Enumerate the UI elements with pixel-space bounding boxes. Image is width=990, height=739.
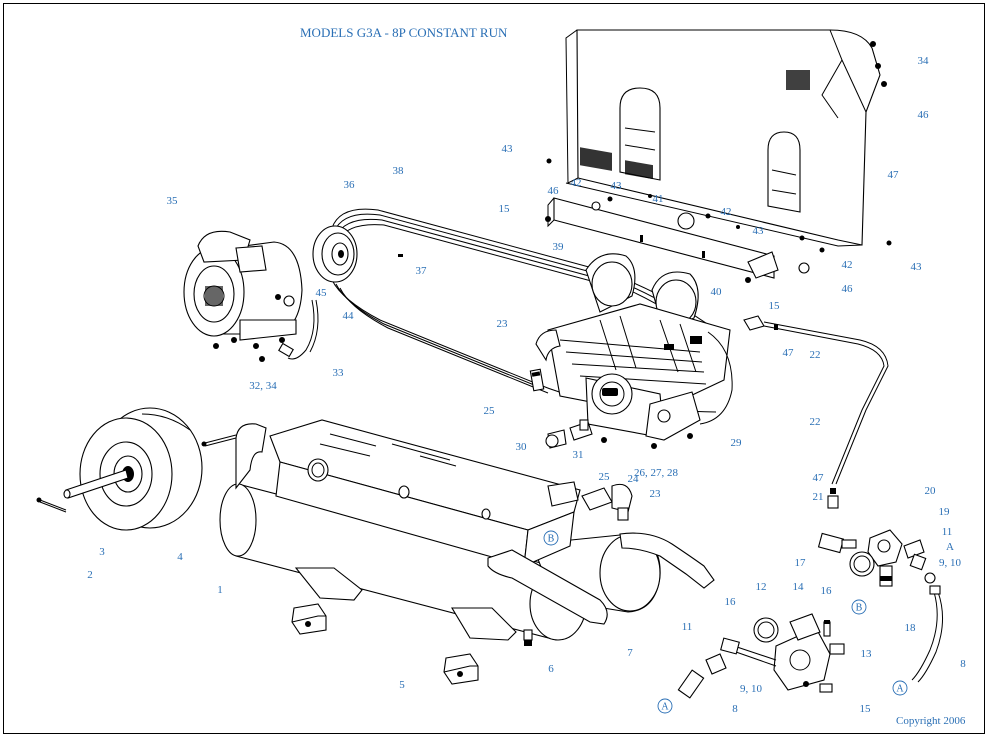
- part-callout: 4: [177, 551, 183, 563]
- part-callout: 22: [810, 349, 821, 361]
- part-callout: 9, 10: [939, 557, 962, 569]
- part-callout: 17: [795, 557, 807, 569]
- part-callout: 40: [711, 286, 723, 298]
- part-callout: 24: [628, 473, 640, 485]
- part-callout: 1: [217, 584, 223, 596]
- part-callout: 23: [497, 318, 509, 330]
- compressor-pump: [547, 253, 733, 449]
- discharge-tube: [743, 315, 889, 509]
- part-callout: 42: [842, 259, 853, 271]
- hose-right: [911, 585, 943, 683]
- part-callout: 12: [756, 581, 767, 593]
- part-callout: 46: [548, 185, 560, 197]
- connection-marker-circle: [851, 599, 867, 615]
- connection-marker-circle: [892, 680, 908, 696]
- pump-fittings: [529, 329, 593, 449]
- connection-marker: A: [657, 698, 673, 714]
- part-callout: 16: [725, 596, 737, 608]
- part-callout: 31: [573, 449, 584, 461]
- part-callout: 21: [813, 491, 824, 503]
- connection-marker: A: [892, 680, 908, 696]
- rubber-feet: [291, 603, 479, 685]
- connection-marker: B: [543, 530, 559, 546]
- motor-pulley: [312, 225, 358, 283]
- diagram-title: MODELS G3A - 8P CONSTANT RUN: [300, 25, 508, 40]
- part-callout: 22: [810, 416, 821, 428]
- connection-marker-label: B: [548, 534, 555, 545]
- part-callout: 42: [721, 206, 732, 218]
- connection-marker-label: A: [661, 702, 669, 713]
- part-callout: 43: [502, 143, 514, 155]
- connection-marker: B: [851, 599, 867, 615]
- part-callout: 39: [553, 241, 565, 253]
- part-callout: 14: [793, 581, 805, 593]
- part-callout: 32, 34: [249, 380, 277, 392]
- part-callout: 8: [732, 703, 738, 715]
- part-callout: 47: [888, 169, 900, 181]
- part-callout: 29: [731, 437, 743, 449]
- part-callout: 16: [821, 585, 833, 597]
- part-callout: 37: [416, 265, 428, 277]
- part-callout: 43: [911, 261, 923, 273]
- regulator-assembly: [677, 613, 845, 699]
- tank-manifold: [817, 529, 936, 587]
- part-callout: 44: [343, 310, 355, 322]
- part-callout: 2: [87, 569, 93, 581]
- part-callout: 5: [399, 679, 405, 691]
- part-callout: 23: [650, 488, 662, 500]
- part-callout: 47: [813, 472, 825, 484]
- belt-guard: [565, 29, 881, 247]
- connection-marker-circle: [543, 530, 559, 546]
- copyright-notice: Copyright 2006: [896, 715, 966, 727]
- part-callout: 30: [516, 441, 528, 453]
- part-callout: 43: [611, 180, 623, 192]
- part-callout: 35: [167, 195, 179, 207]
- part-callout: 47: [783, 347, 795, 359]
- part-callout: 7: [627, 647, 633, 659]
- part-callout: 46: [918, 109, 930, 121]
- part-callout: 3: [99, 546, 105, 558]
- part-callout: 15: [499, 203, 511, 215]
- part-callout: 43: [753, 225, 765, 237]
- part-callout: 33: [333, 367, 345, 379]
- air-tank-assembly: [219, 419, 715, 646]
- connection-marker-circle: [657, 698, 673, 714]
- part-callout: 45: [316, 287, 328, 299]
- part-callout: 42: [571, 177, 582, 189]
- guard-hardware: [545, 41, 892, 283]
- part-callout: 38: [393, 165, 405, 177]
- part-callout: 13: [861, 648, 873, 660]
- part-callout: 34: [918, 55, 930, 67]
- part-callout: A: [946, 541, 954, 553]
- guard-bracket: [547, 197, 810, 279]
- electric-motor: [183, 230, 303, 362]
- part-callout: 41: [653, 193, 664, 205]
- part-callout: 11: [942, 526, 953, 538]
- connection-marker-label: B: [856, 603, 863, 614]
- part-callout: 15: [769, 300, 781, 312]
- wheel: [79, 407, 203, 531]
- part-callout: 6: [548, 663, 554, 675]
- part-callout: 20: [925, 485, 937, 497]
- axle: [36, 434, 237, 513]
- motor-cord: [275, 294, 319, 360]
- part-callout: 25: [484, 405, 496, 417]
- part-callout: 25: [599, 471, 611, 483]
- part-callout: 26, 27, 28: [634, 467, 679, 479]
- connection-marker-label: A: [896, 684, 904, 695]
- part-callout: 9, 10: [740, 683, 763, 695]
- part-callout: 15: [860, 703, 872, 715]
- part-callout: 46: [842, 283, 854, 295]
- part-callout: 8: [960, 658, 966, 670]
- part-callout: 11: [682, 621, 693, 633]
- part-callout: 19: [939, 506, 951, 518]
- part-callout: 36: [344, 179, 356, 191]
- pulley-key: [398, 254, 403, 257]
- part-callout: 18: [905, 622, 917, 634]
